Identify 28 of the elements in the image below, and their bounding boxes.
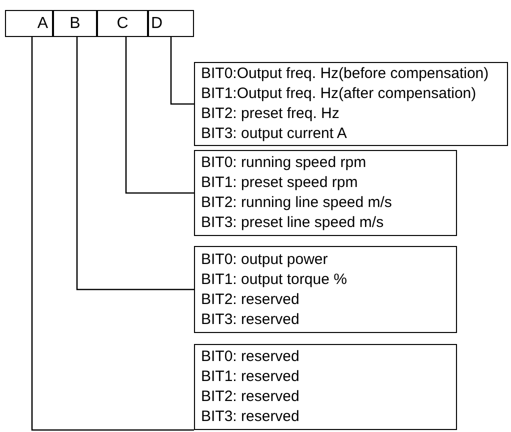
- bit-description: BIT2: preset freq. Hz: [201, 104, 340, 124]
- bit-description: BIT0: reserved: [201, 347, 300, 367]
- connector-line: [125, 37, 194, 194]
- connector-line: [31, 37, 194, 431]
- bit-description: BIT1: preset speed rpm: [201, 173, 359, 193]
- bit-list-box: [194, 150, 457, 236]
- bit-list-box: [194, 62, 508, 146]
- bit-group-cell: C: [97, 10, 148, 37]
- bit-group-cell: B: [53, 10, 97, 37]
- bit-description: BIT2: reserved: [201, 387, 300, 407]
- bit-list-box: [194, 344, 457, 430]
- bit-description: BIT0:Output freq. Hz(before compensation): [201, 64, 490, 84]
- bit-description: BIT0: running speed rpm: [201, 153, 368, 173]
- connector-line: [76, 37, 194, 290]
- bit-list-box: [194, 246, 457, 333]
- connector-line: [170, 37, 194, 105]
- bit-description: BIT1: output torque %: [201, 270, 348, 290]
- bit-description: BIT1: reserved: [201, 367, 300, 387]
- bit-description: BIT3: reserved: [201, 310, 300, 330]
- bit-group-cell: A: [5, 10, 53, 37]
- bit-description: BIT0: output power: [201, 250, 329, 270]
- bit-description: BIT2: reserved: [201, 290, 300, 310]
- bit-description: BIT1:Output freq. Hz(after compensation): [201, 84, 478, 104]
- bit-description: BIT3: output current A: [201, 124, 348, 144]
- bit-description: BIT2: running line speed m/s: [201, 193, 393, 213]
- bit-description: BIT3: preset line speed m/s: [201, 213, 385, 233]
- bit-group-cell: D: [148, 10, 194, 37]
- bit-description: BIT3: reserved: [201, 407, 300, 427]
